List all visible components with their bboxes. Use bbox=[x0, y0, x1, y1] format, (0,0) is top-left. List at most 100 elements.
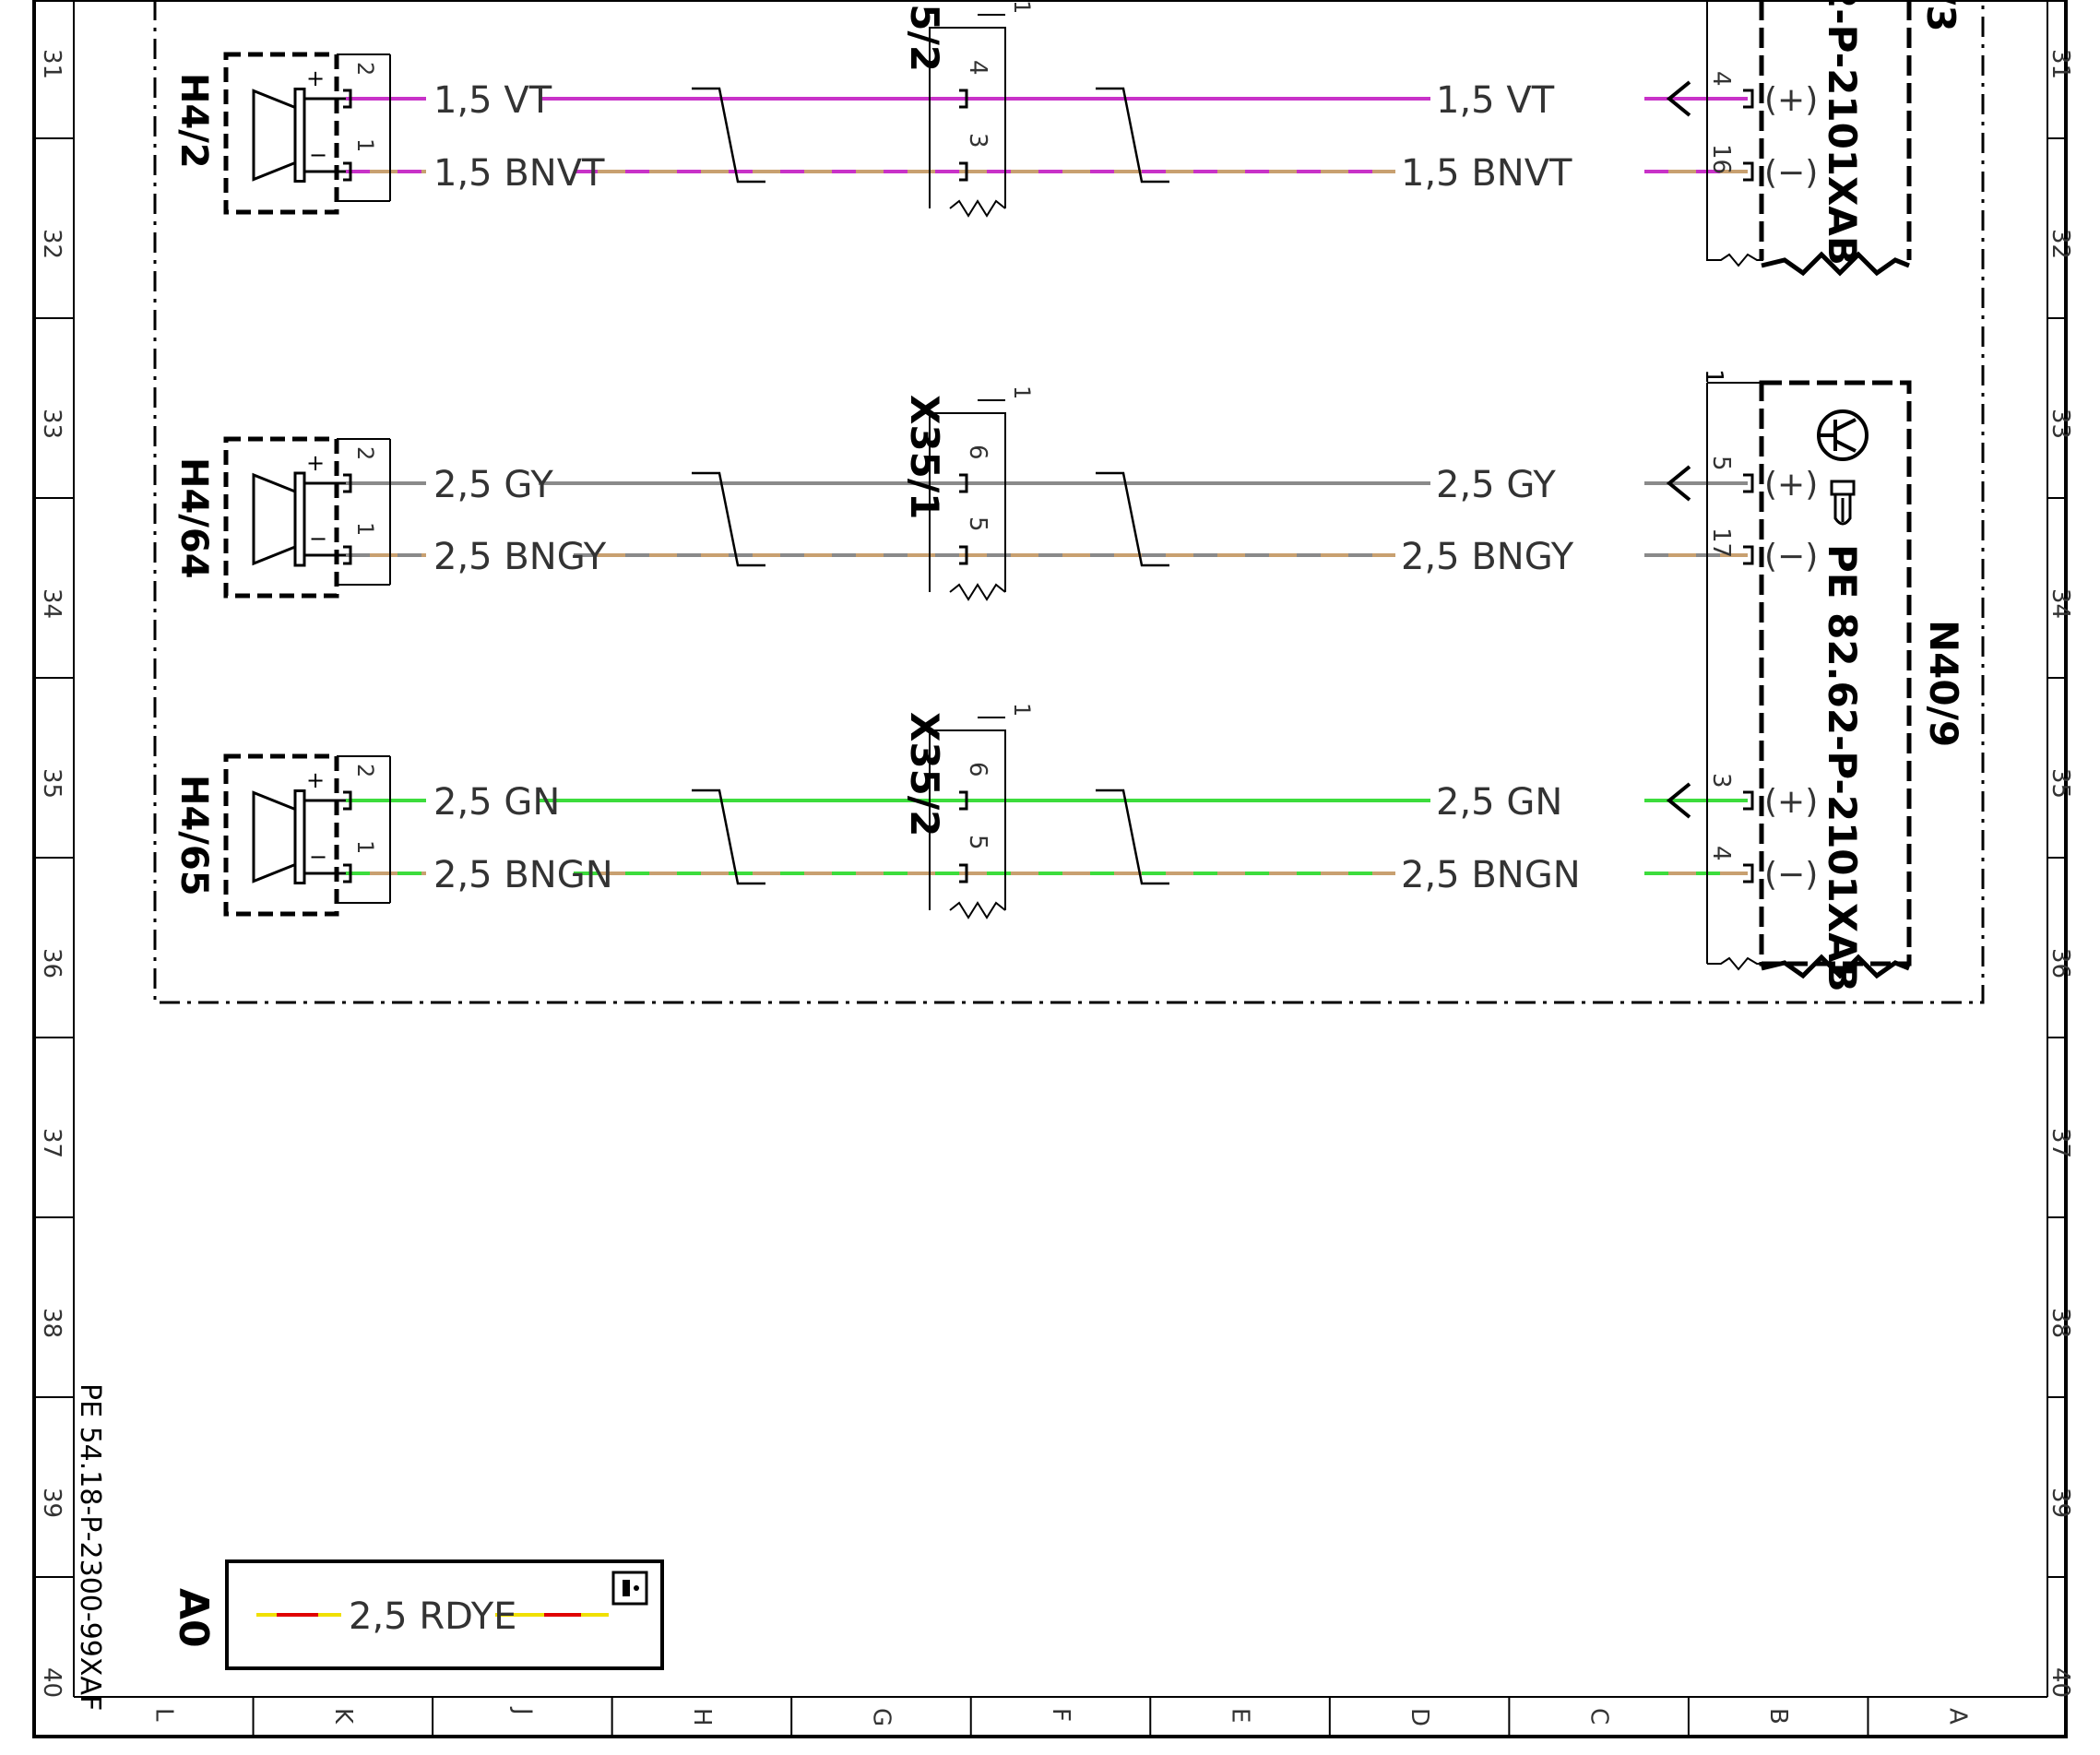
speaker-cone bbox=[252, 472, 297, 566]
row-number: 38 bbox=[38, 1308, 65, 1338]
row-number: 33 bbox=[38, 409, 65, 439]
speaker-plus-sign: + bbox=[306, 767, 325, 793]
connector-body bbox=[929, 412, 1006, 592]
module-pin: 3 bbox=[1707, 773, 1735, 789]
row-number: 34 bbox=[2047, 588, 2074, 619]
plug-symbol bbox=[1666, 782, 1691, 819]
pin-terminal bbox=[959, 790, 968, 811]
pin-terminal bbox=[343, 863, 352, 883]
module-top-ref: 2-P-2101XAB bbox=[1820, 0, 1865, 266]
module-pin-sign: (−) bbox=[1764, 154, 1818, 192]
harness-boundary bbox=[153, 0, 1985, 1004]
column-letter: B bbox=[1764, 1708, 1792, 1725]
row-number: 32 bbox=[38, 229, 65, 259]
pin-terminal bbox=[343, 545, 352, 565]
module-pin: 16 bbox=[1707, 144, 1735, 174]
connector-pin: 4 bbox=[964, 60, 991, 76]
column-letter: K bbox=[329, 1708, 357, 1725]
pin-terminal bbox=[1743, 473, 1754, 493]
connector-id: X35/2 bbox=[902, 712, 947, 836]
row-number: 37 bbox=[38, 1128, 65, 1158]
wire-label-right: 2,5 GN bbox=[1436, 781, 1562, 824]
connector-pin: 6 bbox=[964, 762, 991, 777]
module-bottom-ref: PE 82.62-P-2101XAB bbox=[1820, 544, 1865, 992]
column-letter: L bbox=[149, 1708, 177, 1722]
speaker-cone bbox=[252, 790, 297, 883]
speaker-pin: 1 bbox=[352, 840, 378, 854]
row-number: 36 bbox=[38, 948, 65, 978]
row-number: 37 bbox=[2047, 1128, 2074, 1158]
module-top: 2-P-2101XAB /3 bbox=[1706, 0, 1964, 277]
row-number: 38 bbox=[2047, 1308, 2074, 1338]
speaker-housing bbox=[223, 52, 339, 215]
wire-label-left: 2,5 GY bbox=[433, 464, 553, 506]
pin-terminal bbox=[343, 473, 352, 493]
column-letter: C bbox=[1585, 1708, 1613, 1725]
speaker-id: H4/2 bbox=[172, 73, 215, 169]
module-pin: 17 bbox=[1707, 528, 1735, 558]
speaker-magnet bbox=[293, 88, 306, 183]
wire-label-left: 2,5 GN bbox=[433, 781, 560, 824]
connector-pin: 5 bbox=[964, 835, 991, 850]
speaker-pin: 2 bbox=[352, 446, 378, 460]
module-top-id: /3 bbox=[1918, 0, 1964, 32]
connector-break bbox=[949, 199, 1006, 218]
wire-label-right: 1,5 VT bbox=[1436, 79, 1555, 122]
pin-terminal bbox=[959, 89, 968, 109]
wire-label-left: 2,5 BNGN bbox=[433, 854, 613, 896]
harness-break bbox=[1096, 789, 1169, 885]
inline-connector: 1 6 5 X35/2 bbox=[902, 703, 1035, 919]
row-number: 31 bbox=[2047, 49, 2074, 79]
pin-terminal bbox=[959, 545, 968, 565]
connector-ref-pin: 1 bbox=[1009, 703, 1035, 717]
pin-terminal bbox=[1743, 790, 1754, 811]
wire-label-right: 2,5 BNGN bbox=[1401, 854, 1581, 896]
pin-terminal bbox=[1743, 89, 1754, 109]
row-number: 34 bbox=[38, 588, 65, 619]
module-pin-sign: (+) bbox=[1764, 783, 1818, 821]
row-number: 35 bbox=[38, 768, 65, 799]
harness-break bbox=[692, 471, 765, 567]
speaker-housing bbox=[223, 753, 339, 917]
speaker-magnet bbox=[293, 789, 306, 884]
speaker-plus-sign: + bbox=[306, 450, 325, 476]
pin-terminal bbox=[1743, 161, 1754, 182]
connector-break bbox=[949, 901, 1006, 919]
speaker-pin: 1 bbox=[352, 138, 378, 152]
module-pin-sign: (+) bbox=[1764, 81, 1818, 119]
connector-pin: 6 bbox=[964, 445, 991, 460]
row-number: 33 bbox=[2047, 409, 2074, 439]
connector-break bbox=[949, 583, 1006, 601]
wire-label-left: 1,5 BNVT bbox=[433, 152, 605, 195]
row-number: 32 bbox=[2047, 229, 2074, 259]
speaker-cone bbox=[252, 89, 297, 182]
harness-break bbox=[1096, 471, 1169, 567]
column-letter: E bbox=[1227, 1708, 1254, 1723]
pin-terminal bbox=[959, 863, 968, 883]
document-id: PE 54.18-P-2300-99XAF bbox=[74, 1383, 106, 1711]
pin-terminal bbox=[959, 473, 968, 493]
connector-id: 35/2 bbox=[902, 0, 947, 72]
module-pin-sign: (−) bbox=[1764, 856, 1818, 894]
row-number: 39 bbox=[38, 1488, 65, 1518]
pointing-hand-icon bbox=[1830, 480, 1856, 526]
speaker-id: H4/64 bbox=[172, 457, 215, 579]
info-icon[interactable] bbox=[611, 1571, 648, 1606]
column-letter: H bbox=[688, 1708, 716, 1726]
wire-label-right: 1,5 BNVT bbox=[1401, 152, 1572, 195]
row-number: 40 bbox=[38, 1667, 65, 1698]
speaker-id: H4/65 bbox=[172, 775, 215, 896]
connector-ref-pin: 1 bbox=[1009, 0, 1035, 14]
connector-body bbox=[929, 729, 1006, 910]
